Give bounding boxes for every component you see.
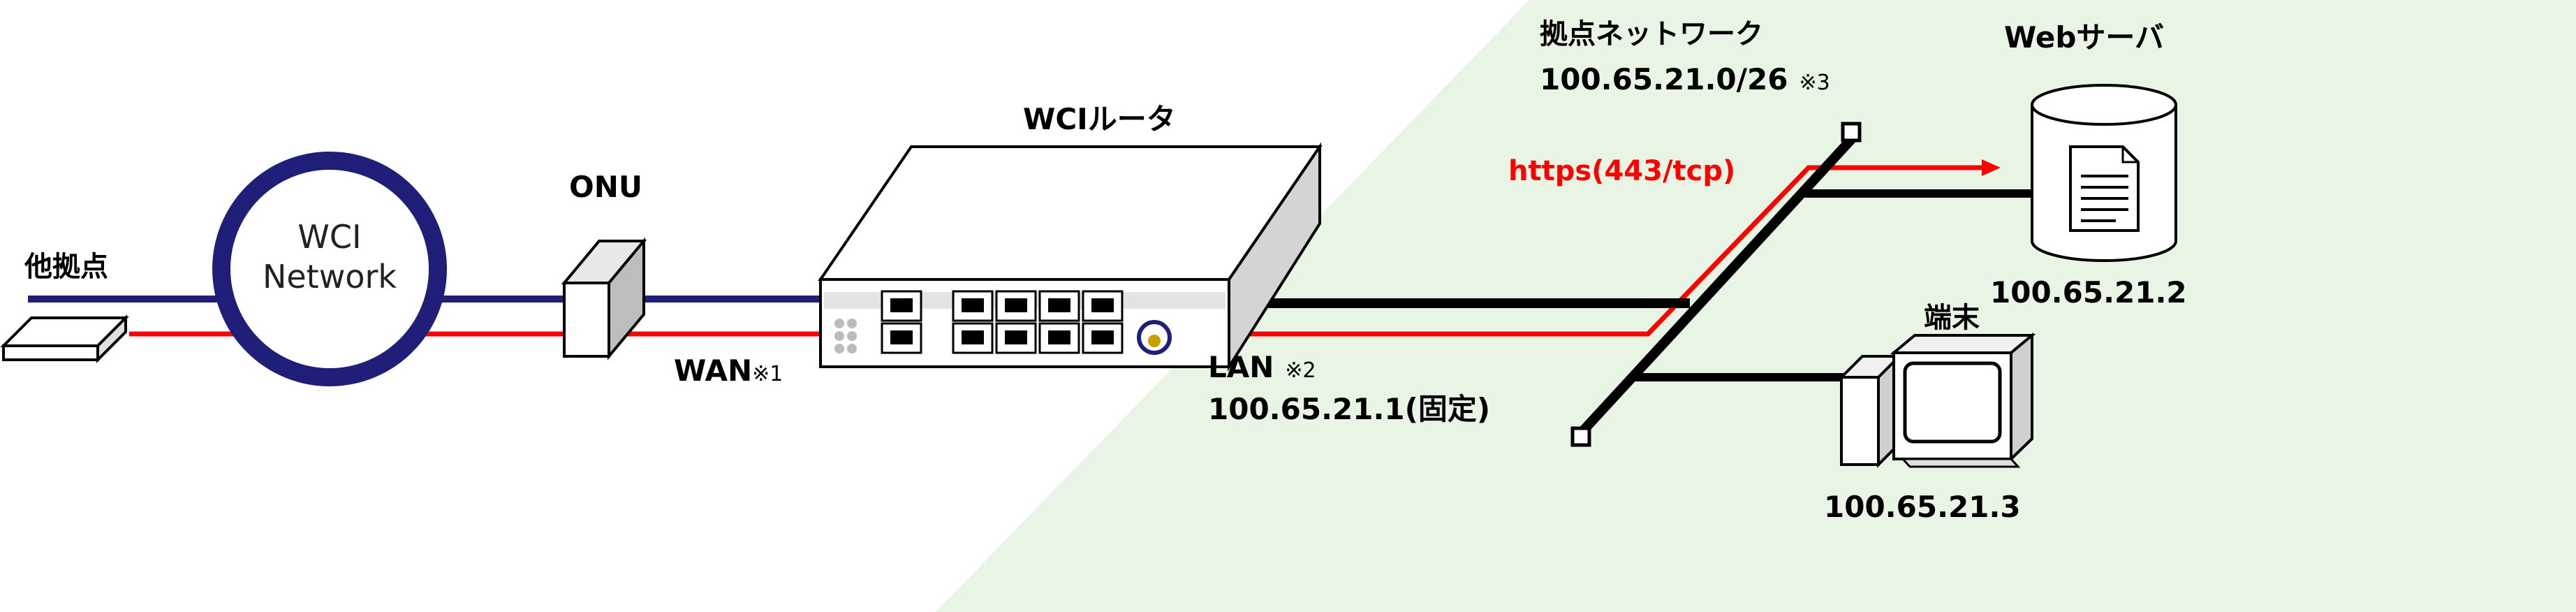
- wan-note: ※1: [752, 362, 783, 386]
- device-box-icon: [0, 314, 129, 363]
- https-label: https(443/tcp): [1508, 155, 1735, 187]
- https-arrow-head: [1982, 159, 2001, 176]
- database-server-icon: [2031, 84, 2177, 262]
- lan-note: ※2: [1285, 358, 1316, 383]
- wan-label-text: WAN: [674, 354, 752, 388]
- wan-label: WAN※1: [674, 354, 783, 388]
- terminal-ip-label: 100.65.21.3: [1824, 490, 2021, 524]
- computer-terminal-icon: [1838, 332, 2036, 468]
- router-label: WCIルータ: [1023, 102, 1176, 136]
- router-icon: [818, 142, 1323, 372]
- onu-device-icon: [561, 237, 647, 360]
- bus-end-top: [1841, 122, 1862, 143]
- site-subnet-label: 100.65.21.0/26 ※3: [1540, 62, 1830, 96]
- wci-network-label-line2: Network: [263, 258, 397, 296]
- web-server-label: Webサーバ: [2004, 20, 2164, 54]
- web-server-ip-label: 100.65.21.2: [1990, 275, 2187, 309]
- lan-label: LAN ※2: [1208, 350, 1316, 384]
- terminal-label: 端末: [1924, 302, 1980, 334]
- site-network-label: 拠点ネットワーク: [1540, 18, 1763, 50]
- site-network-bus: [1575, 129, 1862, 438]
- site-note: ※3: [1799, 71, 1830, 95]
- lan-ip-label: 100.65.21.1(固定): [1208, 392, 1490, 426]
- bus-end-bottom: [1570, 426, 1591, 447]
- site-subnet-text: 100.65.21.0/26: [1540, 62, 1788, 96]
- lan-label-text: LAN: [1208, 350, 1274, 384]
- other-site-label: 他拠点: [24, 251, 108, 283]
- wci-network-label-line1: WCI: [297, 218, 361, 256]
- onu-label: ONU: [569, 170, 642, 204]
- wci-network-ring: [212, 152, 447, 386]
